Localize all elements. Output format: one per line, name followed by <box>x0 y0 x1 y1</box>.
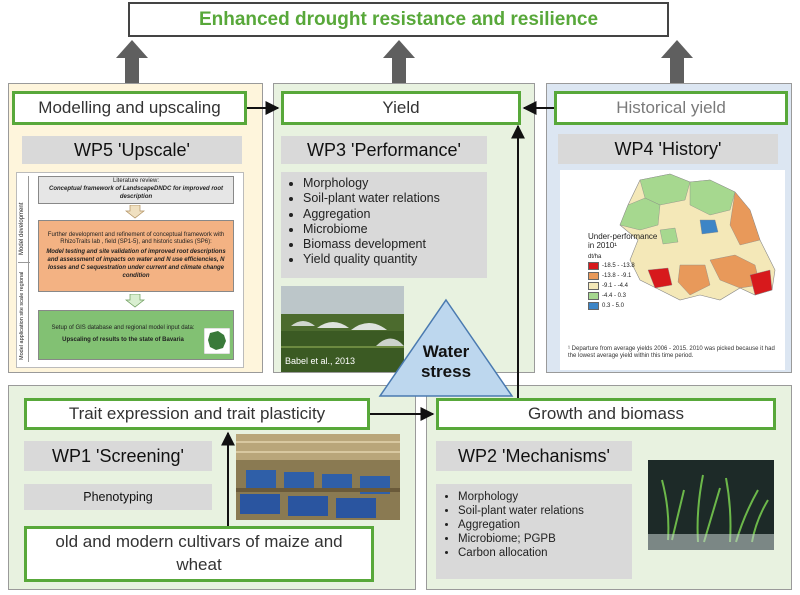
growth-item: Soil-plant water relations <box>458 504 632 518</box>
flow-development: Further development and refinement of co… <box>38 220 234 292</box>
yield-item: Aggregation <box>303 207 487 222</box>
legend-unit: dt/ha <box>588 254 602 261</box>
legend-swatch <box>588 282 599 291</box>
legend-row: -9.1 - -4.4 <box>588 282 658 291</box>
flow-arrow-1 <box>125 205 145 219</box>
side-divider-h <box>18 262 30 263</box>
legend-label: -13.8 - -9.1 <box>602 273 632 280</box>
diagram-title: Enhanced drought resistance and resilien… <box>198 8 599 30</box>
legend-swatch <box>588 292 599 301</box>
flow-gis: Setup of GIS database and regional model… <box>38 310 234 360</box>
side-divider <box>28 176 29 362</box>
legend-label: -4.4 - 0.3 <box>602 293 627 300</box>
yield-item: Morphology <box>303 176 487 191</box>
photo-credit: Babel et al., 2013 <box>285 356 356 366</box>
growth-item: Microbiome; PGPB <box>458 532 632 546</box>
legend-row: -18.5 - -13.8 <box>588 262 658 271</box>
legend-label: -9.1 - -4.4 <box>602 283 629 290</box>
wp4-label: WP4 'History' <box>558 134 778 164</box>
cultivars-box: old and modern cultivars of maize and wh… <box>24 526 374 582</box>
legend-row: -13.8 - -9.1 <box>588 272 658 281</box>
greenhouse-field-image <box>281 286 404 372</box>
legend-rows: -18.5 - -13.8 -13.8 - -9.1 -9.1 - -4.4 -4.4… <box>588 262 658 311</box>
yield-item: Yield quality quantity <box>303 252 487 267</box>
trait-header: Trait expression and trait plasticity <box>24 398 370 430</box>
legend-swatch <box>588 302 599 311</box>
seedlings-image <box>648 460 774 550</box>
up-arrow-right <box>661 40 693 83</box>
growth-item: Carbon allocation <box>458 546 632 560</box>
seedlings-photo <box>648 460 774 550</box>
map-legend: Under-performance in 2010¹ dt/ha -18.5 -… <box>588 232 658 311</box>
flow-literature-review: Literature review: Conceptual framework … <box>38 176 234 204</box>
greenhouse-photo <box>236 434 400 520</box>
wp1-label: WP1 'Screening' <box>24 441 212 471</box>
historical-header: Historical yield <box>554 91 788 125</box>
growth-list: Morphology Soil-plant water relations Ag… <box>436 484 632 579</box>
up-arrows <box>116 40 693 83</box>
growth-header: Growth and biomass <box>436 398 776 430</box>
phenotyping-label: Phenotyping <box>24 484 212 510</box>
wp5-label: WP5 'Upscale' <box>22 136 242 164</box>
modelling-header: Modelling and upscaling <box>12 91 247 125</box>
bavaria-mini-map <box>204 328 230 354</box>
water-stress-triangle <box>378 298 514 397</box>
yield-list: Morphology Soil-plant water relations Ag… <box>281 172 487 278</box>
wp3-label: WP3 'Performance' <box>281 136 487 164</box>
flow-arrow-2 <box>125 294 145 308</box>
water-stress-label: Water stress <box>420 342 472 382</box>
legend-label: -18.5 - -13.8 <box>602 263 635 270</box>
wp2-label: WP2 'Mechanisms' <box>436 441 632 471</box>
yield-header: Yield <box>281 91 521 125</box>
legend-label: 0.3 - 5.0 <box>602 303 625 310</box>
yield-item: Biomass development <box>303 237 487 252</box>
phenotyping-greenhouse-image <box>236 434 400 520</box>
field-photo: Babel et al., 2013 <box>281 286 404 372</box>
legend-swatch <box>588 272 599 281</box>
yield-item: Soil-plant water relations <box>303 191 487 206</box>
title-box: Enhanced drought resistance and resilien… <box>128 2 669 37</box>
bavaria-underperformance-map <box>619 173 776 301</box>
legend-row: 0.3 - 5.0 <box>588 302 658 311</box>
up-arrow-center <box>383 40 415 83</box>
up-arrow-left <box>116 40 148 83</box>
map-footnote: ¹ Departure from average yields 2006 - 2… <box>568 346 775 360</box>
legend-swatch <box>588 262 599 271</box>
growth-item: Aggregation <box>458 518 632 532</box>
growth-item: Morphology <box>458 490 632 504</box>
legend-row: -4.4 - 0.3 <box>588 292 658 301</box>
legend-title: Under-performance in 2010¹ <box>588 232 658 251</box>
yield-item: Microbiome <box>303 222 487 237</box>
